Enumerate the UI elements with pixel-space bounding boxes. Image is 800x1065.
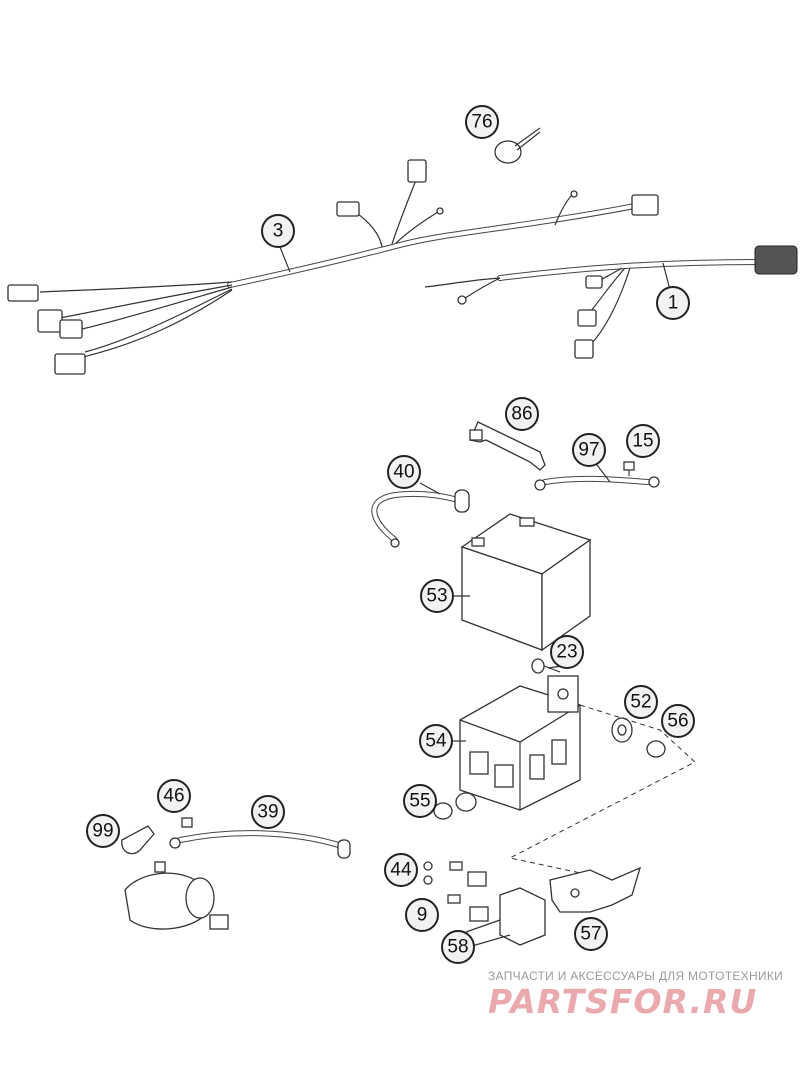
callout-55: 55: [403, 784, 437, 818]
svg-text:52: 52: [630, 692, 651, 713]
callout-46: 46: [157, 779, 191, 813]
callout-86: 86: [505, 397, 539, 431]
svg-text:58: 58: [447, 937, 468, 958]
fuse-part: [447, 861, 463, 904]
battery-bracket-part: [469, 421, 546, 471]
callout-1: 1: [656, 286, 690, 320]
callout-44: 44: [384, 853, 418, 887]
svg-text:86: 86: [511, 404, 532, 425]
svg-text:23: 23: [556, 642, 577, 663]
small-screw-part: [423, 861, 433, 885]
svg-text:44: 44: [390, 860, 412, 881]
svg-text:76: 76: [471, 112, 492, 133]
ground-cable-part: [534, 475, 660, 491]
grommet-part: [611, 717, 633, 743]
screw-part: [623, 461, 635, 476]
svg-text:40: 40: [393, 462, 414, 483]
callout-52: 52: [624, 685, 658, 719]
secondary-wiring-harness-part: [424, 245, 798, 359]
callout-76: 76: [465, 105, 499, 139]
bolt-part: [531, 658, 561, 674]
terminal-cap-part: [121, 825, 155, 855]
callout-58: 58: [441, 930, 475, 964]
bushing-part: [646, 740, 666, 758]
svg-text:55: 55: [409, 791, 430, 812]
callout-40: 40: [387, 455, 421, 489]
watermark-logo: PARTSFOR.RU: [488, 982, 758, 1021]
callout-3: 3: [261, 214, 295, 248]
watermark-tagline: ЗАПЧАСТИ И АКСЕССУАРЫ ДЛЯ МОТОТЕХНИКИ: [488, 969, 784, 983]
svg-text:15: 15: [632, 431, 653, 452]
callout-15: 15: [626, 424, 660, 458]
battery-part: [460, 513, 592, 652]
leader-lines: [279, 246, 671, 947]
battery-holder-part: [459, 675, 581, 811]
callout-9: 9: [405, 898, 439, 932]
callout-99: 99: [86, 814, 120, 848]
callout-23: 23: [550, 635, 584, 669]
svg-text:53: 53: [426, 586, 447, 607]
starter-motor-part: [124, 861, 229, 930]
svg-text:56: 56: [667, 711, 688, 732]
starter-cable-part: [169, 830, 351, 859]
svg-text:3: 3: [273, 221, 284, 242]
svg-text:57: 57: [580, 924, 601, 945]
svg-text:97: 97: [578, 440, 599, 461]
nut-part: [181, 817, 193, 828]
svg-text:9: 9: [417, 905, 428, 926]
cable-tie-part: [494, 127, 541, 164]
relay-bracket-part: [549, 866, 642, 913]
rubber-buffer-part: [433, 792, 477, 820]
svg-text:46: 46: [163, 786, 184, 807]
positive-cable-part: [371, 489, 470, 548]
starter-relay-part: [467, 871, 546, 946]
main-wiring-harness-part: [7, 159, 659, 375]
callout-56: 56: [661, 704, 695, 738]
callout-53: 53: [420, 579, 454, 613]
callout-54: 54: [419, 724, 453, 758]
svg-text:39: 39: [257, 802, 278, 823]
callout-39: 39: [251, 795, 285, 829]
callout-97: 97: [572, 433, 606, 467]
svg-text:1: 1: [668, 293, 679, 314]
callout-57: 57: [574, 917, 608, 951]
svg-text:54: 54: [425, 731, 447, 752]
svg-text:99: 99: [92, 821, 113, 842]
